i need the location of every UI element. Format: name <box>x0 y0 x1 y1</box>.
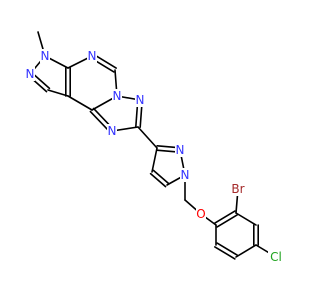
atom-label-n_triazole_left: N <box>108 124 117 138</box>
bond-c5p-c4p-b <box>149 172 167 188</box>
atom-label-bg-n_pyrim_right <box>112 89 122 103</box>
bond-c4p-c3ring <box>151 147 158 173</box>
atom-label-bg-br <box>230 182 246 196</box>
bond-ar4-ar5 <box>235 244 257 258</box>
bond-c5p-c4p-a <box>152 169 170 185</box>
atom-label-n_pyrim_right: N <box>113 89 122 103</box>
atom-label-bg-o <box>196 207 206 221</box>
atom-label-o: O <box>196 207 205 221</box>
atom-label-n_pyrim_top: N <box>88 49 97 63</box>
atom-label-bg-n_methyl <box>40 49 50 63</box>
atom-label-n_pz2_ring: N <box>176 143 185 157</box>
bond-c3b-c3a <box>67 95 93 111</box>
atom-label-n_methyl: N <box>41 49 50 63</box>
atom-label-br: Br <box>231 182 244 196</box>
atom-label-bg-n_triazole_left <box>107 124 117 138</box>
bond-ar5-ar6-b <box>214 246 236 260</box>
atom-label-n_triazole_top: N <box>136 93 145 107</box>
bond-ar1-ar2-a <box>216 214 238 228</box>
atom-label-bg-n_pz2_sub <box>180 168 190 182</box>
bond-c2t-c3ring <box>137 126 158 149</box>
atom-label-n_pyrazole1: N <box>26 67 35 81</box>
canvas-background <box>0 0 300 300</box>
bond-ar2-ar3 <box>235 212 257 226</box>
atom-label-bg-n_pyrim_top <box>87 49 97 63</box>
atom-label-bg-n_pz2_ring <box>175 143 185 157</box>
atom-label-cl: Cl <box>270 250 282 264</box>
bond-ar1-ar2-b <box>214 210 236 224</box>
atom-label-bg-cl <box>268 250 284 264</box>
bond-c3-c3a <box>47 89 69 97</box>
atom-label-n_pz2_sub: N <box>181 168 190 182</box>
atom-label-bg-n_triazole_top <box>135 93 145 107</box>
bond-ar5-ar6-a <box>216 242 238 256</box>
atom-label-bg-n_pyrazole1 <box>25 67 35 81</box>
